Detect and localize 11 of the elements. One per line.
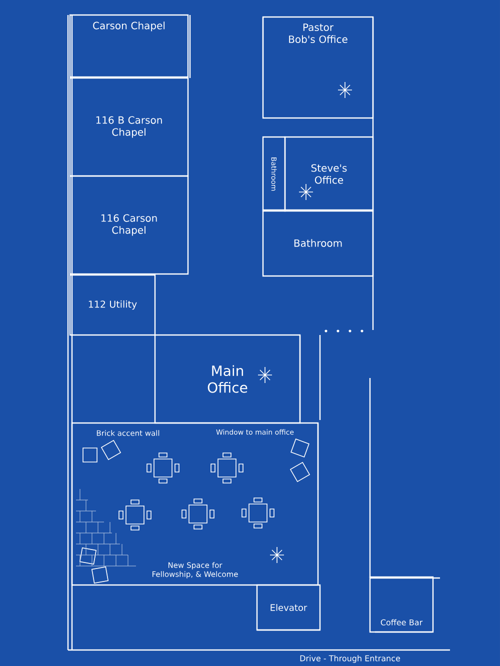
room: Coffee Bar [369,576,434,633]
room: Bathroom [262,209,374,277]
room: Main Office [154,334,301,424]
room: 116 B Carson Chapel [69,77,189,177]
room: Elevator [256,584,321,631]
room: Carson Chapel [69,14,189,78]
room: 116 Carson Chapel [69,175,189,275]
room-note: Drive - Through Entrance [300,655,400,663]
room: 112 Utility [69,274,156,336]
room: Steve's Office [284,136,374,212]
room: Pastor Bob's Office [262,16,374,119]
